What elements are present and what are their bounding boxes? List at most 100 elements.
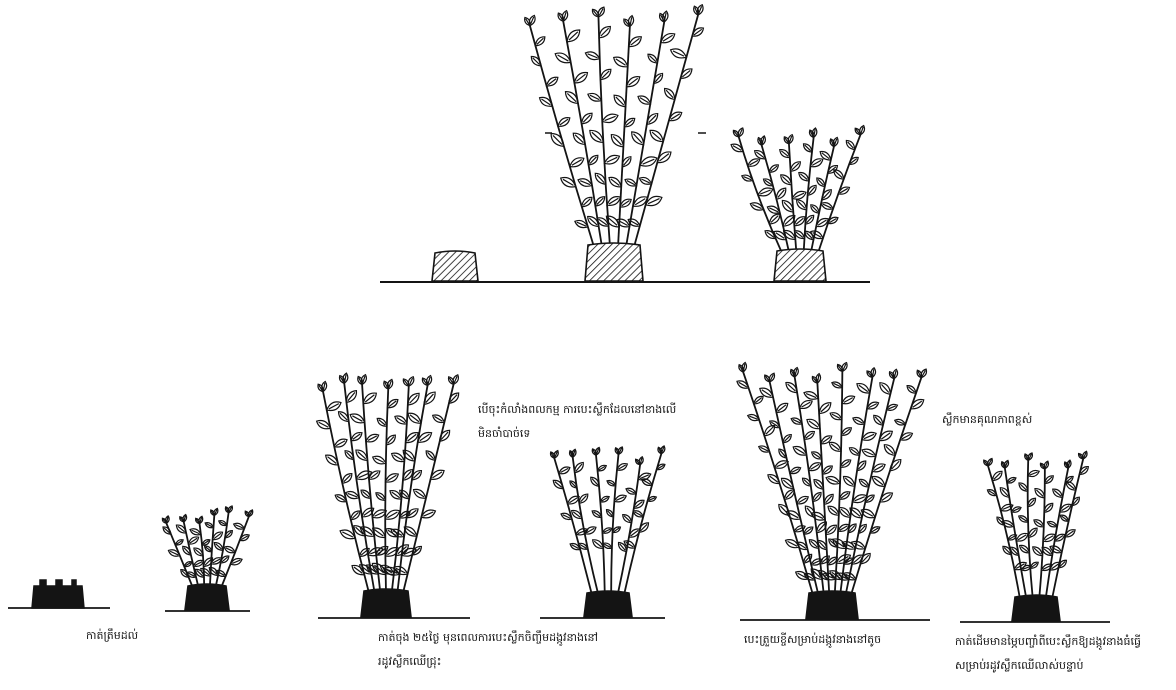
stem: [598, 17, 610, 247]
leaf: [820, 188, 834, 202]
stage-3-full-growth-stump: [361, 589, 411, 617]
leaf: [1070, 496, 1081, 508]
leaf: [803, 504, 817, 519]
caption-high-quality-leaves: ស្លឹកមានគុណភាពខ្ពស់: [942, 408, 1032, 432]
leaf: [758, 444, 771, 454]
leaf: [848, 446, 861, 458]
leaf: [571, 130, 588, 147]
leaf: [603, 153, 621, 167]
stage-3-full-growth: [315, 373, 461, 593]
stem: [611, 454, 618, 595]
leaf: [218, 519, 228, 527]
leaf: [574, 218, 589, 229]
leaf: [679, 66, 695, 80]
leaf: [872, 413, 886, 427]
top-plant-short: [730, 125, 866, 253]
leaf: [606, 479, 617, 488]
leaf: [406, 410, 423, 426]
top-plant-short-stump: [774, 249, 826, 281]
stem: [362, 385, 380, 593]
caption-cut-stems-next-season: កាត់ដើមមានម្ភៃបញ្ចាំពីបេះស្លឹកឱ្យដង្កូវន…: [955, 630, 1141, 678]
leaf: [174, 538, 184, 547]
stump-filled: [32, 580, 84, 608]
leaf: [1063, 461, 1069, 469]
stage-2-young-shoots-stump: [185, 584, 229, 610]
leaf: [855, 459, 868, 473]
leaf: [545, 75, 560, 89]
leaf: [167, 548, 181, 558]
leaf: [349, 509, 362, 522]
leaf: [580, 195, 594, 209]
leaf: [563, 89, 581, 106]
stage-6-cut-stems: [982, 451, 1090, 599]
leaf: [584, 50, 601, 62]
leaf: [424, 449, 437, 462]
leaf: [437, 428, 452, 443]
leaf: [655, 149, 673, 166]
caption-cut-to-ground: កាត់ត្រឹមដល់: [86, 624, 138, 648]
stage-6-cut-stems-stump: [1012, 595, 1060, 621]
leaf: [777, 447, 789, 459]
stem: [634, 15, 698, 247]
leaf: [848, 155, 860, 166]
caption-harvest-young-shoots: បេះត្រួយខ្ចីសម្រាប់ដង្កូវនាងនៅតូច: [744, 628, 881, 652]
caption-cut-top-before-harvest: កាត់ចុង ២៥ថ្ងៃ មុនពេលការបេះស្លឹកចិញ្ចឹមដ…: [378, 626, 598, 674]
leaf: [832, 168, 846, 182]
leaf: [551, 478, 565, 491]
leaf: [905, 384, 917, 396]
leaf: [808, 129, 815, 138]
leaf: [990, 469, 1004, 483]
leaf: [774, 401, 789, 415]
leaf: [637, 521, 651, 535]
stage-5-dense-growth: [735, 362, 928, 595]
leaf: [752, 394, 765, 406]
leaf: [998, 486, 1011, 500]
leaf: [187, 535, 200, 546]
leaf: [774, 186, 788, 201]
leaf: [789, 369, 796, 378]
leaf: [738, 364, 745, 373]
leaf: [529, 54, 543, 68]
leaf: [648, 127, 666, 144]
stage-5-dense-growth-stump: [806, 591, 858, 619]
leaf: [802, 525, 814, 536]
leaf: [601, 112, 619, 125]
stem: [554, 458, 592, 595]
leaf: [340, 471, 354, 485]
leaf: [825, 474, 841, 486]
leaf: [447, 391, 461, 406]
top-stump-only: [432, 251, 478, 281]
leaf: [768, 163, 780, 174]
stage-4-bare-stems-stump: [584, 591, 632, 617]
leaf: [741, 173, 754, 182]
leaf: [181, 545, 193, 557]
leaf: [658, 13, 666, 24]
leaf: [776, 502, 792, 518]
stage-4-bare-stems: [549, 445, 666, 595]
stem: [596, 455, 605, 595]
leaf: [421, 390, 438, 407]
leaf: [161, 517, 167, 524]
leaf: [916, 369, 923, 378]
leaf: [857, 523, 869, 535]
leaf: [762, 423, 777, 438]
stem: [385, 389, 388, 593]
stem: [563, 21, 602, 247]
leaf: [766, 472, 782, 486]
leaf: [229, 557, 243, 567]
leaf: [371, 454, 387, 466]
leaf: [855, 381, 872, 396]
leaf: [652, 72, 665, 86]
leaf: [662, 86, 677, 102]
leaf: [887, 457, 903, 473]
leaf: [844, 139, 856, 152]
leaf: [882, 442, 897, 457]
leaf: [572, 70, 590, 86]
leaf: [870, 474, 887, 489]
leaf: [749, 201, 765, 213]
leaf: [858, 551, 872, 566]
stage-1-cut-stump: [32, 580, 84, 608]
leaf: [1059, 513, 1070, 523]
stage-2-young-shoots: [161, 505, 254, 588]
